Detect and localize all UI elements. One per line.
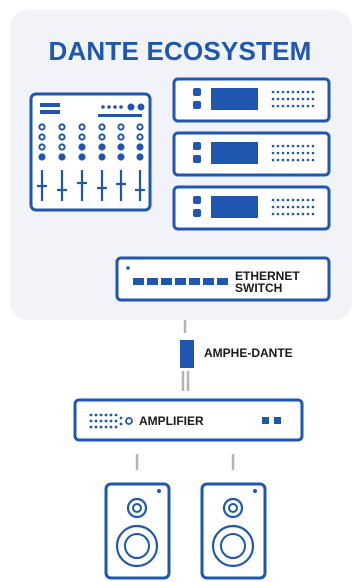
amplifier-label: AMPLIFIER <box>139 414 204 428</box>
ethernet-switch-icon <box>115 256 331 302</box>
switch-label-line1: ETHERNET <box>235 269 300 283</box>
amplifier-icon <box>73 398 304 442</box>
rack-unit-icon <box>172 185 331 231</box>
diagram-title: DANTE ECOSYSTEM <box>48 36 312 66</box>
switch-label-line2: SWITCH <box>235 281 283 295</box>
mixer-icon <box>29 92 152 212</box>
speaker-icon <box>104 482 171 580</box>
speaker-icon <box>200 482 267 580</box>
dante-adapter-icon <box>180 340 194 368</box>
network-cable <box>135 320 235 470</box>
adapter-label: AMPHE-DANTE <box>204 346 293 360</box>
rack-unit-icon <box>172 131 331 177</box>
rack-unit-icon <box>172 77 331 123</box>
